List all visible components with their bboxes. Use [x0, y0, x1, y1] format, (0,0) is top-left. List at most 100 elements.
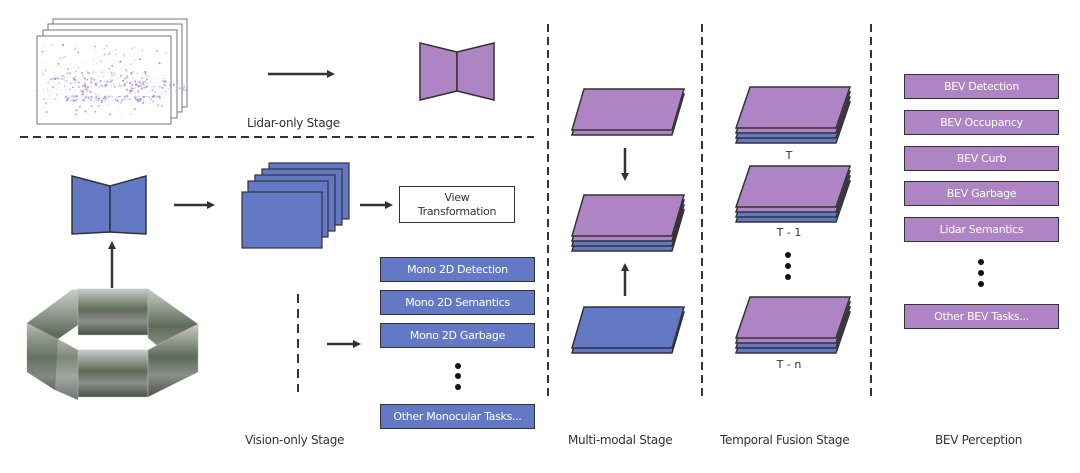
lidar-point	[134, 95, 137, 98]
lidar-point	[75, 70, 78, 73]
lidar-point	[73, 78, 76, 81]
lidar-point	[141, 73, 143, 75]
lidar-point	[123, 85, 125, 87]
lidar-point	[90, 97, 91, 99]
lidar-point	[161, 105, 163, 107]
lidar-point	[64, 95, 67, 98]
lidar-point	[179, 88, 181, 90]
lidar-point	[103, 84, 106, 86]
lidar-point	[102, 97, 106, 100]
lidar-point	[100, 80, 102, 82]
lidar-point	[133, 46, 135, 49]
lidar-point	[42, 88, 44, 90]
view-transformation-box: View Transformation	[399, 186, 515, 223]
view-transformation-line2: Transformation	[417, 204, 497, 218]
lidar-point	[118, 95, 120, 98]
stage-label-multi-modal: Multi-modal Stage	[568, 433, 673, 447]
lidar-point	[131, 87, 132, 89]
lidar-point	[90, 91, 93, 93]
lidar-point	[55, 76, 57, 78]
lidar-point	[131, 71, 134, 73]
lidar-point	[104, 100, 106, 102]
lidar-point	[141, 77, 143, 79]
lidar-point	[109, 113, 112, 116]
lidar-point	[141, 49, 143, 51]
lidar-point	[154, 91, 156, 93]
lidar-point	[132, 63, 134, 65]
lidar-point	[75, 113, 77, 115]
lidar-point	[108, 95, 111, 98]
lidar-point	[168, 84, 171, 86]
lidar-point	[61, 44, 64, 47]
lidar-point	[84, 77, 86, 80]
lidar-point	[81, 90, 84, 93]
lidar-point	[74, 47, 77, 51]
lidar-point	[87, 99, 89, 101]
lidar-point	[72, 77, 75, 80]
lidar-point	[118, 82, 120, 84]
lidar-point	[105, 44, 108, 47]
lidar-point	[76, 95, 79, 98]
lidar-point	[119, 96, 121, 98]
lidar-point	[104, 97, 106, 100]
lidar-point	[185, 89, 187, 92]
lidar-point	[47, 82, 50, 85]
lidar-point	[127, 98, 129, 99]
stage-label-temporal-fusion: Temporal Fusion Stage	[720, 433, 850, 447]
lidar-point	[84, 84, 87, 88]
lidar-point	[84, 89, 86, 91]
lidar-point	[84, 110, 87, 113]
lidar-point	[84, 87, 86, 89]
lidar-point	[118, 73, 120, 75]
temporal-label-t: T	[785, 149, 793, 162]
lidar-point	[110, 71, 113, 74]
lidar-point	[84, 96, 87, 99]
lidar-point	[35, 85, 37, 87]
lidar-point	[161, 93, 163, 95]
stage-label-lidar-only: Lidar-only Stage	[247, 116, 340, 130]
lidar-point	[59, 56, 62, 59]
lidar-point	[178, 87, 181, 90]
lidar-point	[134, 59, 136, 61]
lidar-point	[96, 82, 99, 84]
lidar-point	[147, 85, 149, 87]
mono-task-garbage: Mono 2D Garbage	[380, 323, 535, 348]
lidar-point	[113, 85, 116, 88]
lidar-point	[129, 72, 133, 75]
lidar-point	[163, 80, 167, 83]
lidar-point	[115, 53, 117, 56]
lidar-point	[148, 96, 151, 98]
lidar-point	[134, 83, 138, 86]
lidar-point	[88, 90, 90, 92]
lidar-point	[75, 109, 78, 112]
lidar-point	[65, 89, 67, 91]
lidar-point	[172, 83, 175, 86]
temporal-ellipsis-icon	[785, 252, 791, 280]
stage-label-vision-only: Vision-only Stage	[245, 433, 345, 447]
lidar-point	[94, 110, 97, 113]
lidar-point	[151, 89, 154, 92]
lidar-point	[99, 60, 102, 63]
lidar-point	[119, 84, 122, 88]
lidar-point	[97, 95, 99, 97]
lidar-point	[81, 74, 84, 77]
lidar-point	[69, 96, 71, 99]
lidar-point	[155, 96, 157, 98]
lidar-point	[67, 98, 70, 101]
lidar-point	[63, 77, 65, 80]
lidar-point	[83, 84, 85, 86]
lidar-point	[182, 87, 185, 90]
lidar-point	[93, 78, 95, 81]
lidar-point	[108, 103, 110, 105]
lidar-point	[81, 83, 83, 85]
mono-task-other: Other Monocular Tasks...	[380, 404, 535, 429]
lidar-point	[88, 85, 90, 87]
lidar-point	[108, 52, 111, 55]
lidar-point	[67, 98, 69, 100]
lidar-point	[103, 53, 106, 56]
lidar-point	[165, 81, 168, 83]
lidar-point	[120, 96, 122, 97]
lidar-point	[101, 71, 104, 74]
lidar-point	[96, 95, 98, 97]
lidar-point	[183, 89, 185, 91]
